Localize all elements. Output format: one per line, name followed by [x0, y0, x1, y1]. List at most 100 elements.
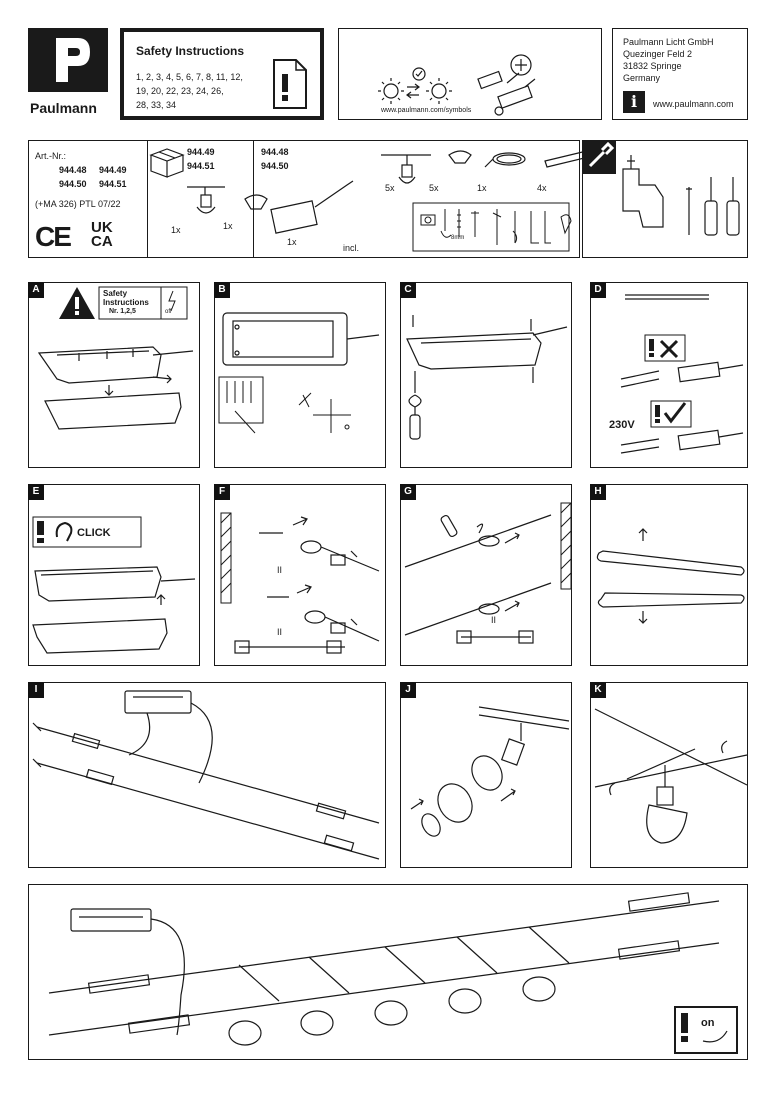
single-spot-icon [187, 186, 225, 214]
step-h-label: H [590, 484, 606, 500]
step-g-panel: G II [400, 484, 572, 666]
screwdriver-flat-icon [704, 177, 718, 236]
wire-strip-icon [625, 294, 709, 300]
transformer-icon [270, 180, 354, 234]
final-overview-panel: on [28, 884, 748, 1060]
sun-dim-icon [378, 78, 404, 104]
power-ok-check-icon [650, 400, 692, 428]
final-system-illustration [48, 892, 738, 1054]
info-icon: i [623, 91, 645, 113]
step-g-illustration [404, 502, 572, 644]
kit-b-code-1: 944.48 [261, 147, 289, 157]
warning-triangle-icon [59, 287, 95, 319]
ukca-mark: UK CA [91, 219, 113, 250]
step-k-illustration [594, 708, 748, 844]
housing-closing-icon [32, 566, 196, 654]
spot-head-icon [381, 154, 431, 184]
cable-system-icon [48, 892, 720, 1046]
kit-b-qty-transformer: 1x [287, 237, 297, 247]
tools-illustration [622, 155, 740, 236]
spot-on-wire-icon [594, 708, 748, 844]
article-label: Art.-Nr.: [35, 151, 66, 161]
wire-connection-icon [32, 690, 380, 860]
brand-logo-block: Paulmann [28, 28, 108, 120]
transformer-mounting-icon [222, 312, 380, 366]
contents-panel: Art.-Nr.: 944.48 944.49 944.50 944.51 (+… [28, 140, 598, 258]
swap-arrows-icon [406, 67, 426, 99]
tools-label-block [582, 140, 616, 174]
wall-hatch-left [220, 512, 232, 604]
step-a-label: A [28, 282, 44, 298]
switch-on-icon [674, 1006, 738, 1054]
screwdriver-icon [588, 141, 615, 168]
step-a-off: off [165, 309, 172, 315]
divider-2 [253, 141, 254, 257]
kit-a-qty-reflector: 1x [223, 221, 233, 231]
contents-illustrations [149, 148, 598, 252]
drilling-detail-icon [218, 376, 351, 434]
step-f-panel: F II II [214, 484, 386, 666]
sun-bright-icon [426, 78, 452, 104]
step-d-panel: D 230V [590, 282, 748, 468]
company-line-2: Quezinger Feld 2 [623, 49, 693, 59]
step-g-label: G [400, 484, 416, 500]
kit-b-qty-tubes: 4x [537, 183, 547, 193]
step-a-safety-title: Safety [103, 289, 128, 298]
kit-b-drill-size: 8mm [451, 235, 465, 241]
step-j-label: J [400, 682, 416, 698]
paulmann-logo [28, 28, 108, 92]
housing-screw-icon [406, 315, 568, 440]
ukca-top: UK [91, 219, 113, 236]
ukca-bottom: CA [91, 233, 113, 250]
no-power-cross-icon [644, 334, 686, 362]
step-j-illustration [410, 706, 570, 837]
step-e-panel: E CLICK [28, 484, 200, 666]
kit-b-qty-wire: 1x [477, 183, 487, 193]
step-f-parallel-2: II [277, 627, 283, 637]
turnbuckle-tension-icon [404, 514, 552, 644]
step-b-label: B [214, 282, 230, 298]
step-k-label: K [590, 682, 606, 698]
article-2b: 944.51 [99, 179, 127, 189]
article-2a: 944.50 [59, 179, 87, 189]
step-a-safety-title-2: Instructions [103, 298, 149, 307]
step-j-panel: J [400, 682, 572, 868]
safety-pages-2: 19, 20, 22, 23, 24, 26, [136, 86, 224, 96]
drill-bit-icon [686, 187, 692, 235]
logo-p-mark [56, 38, 90, 82]
company-line-3: 31832 Springe [623, 61, 682, 71]
step-c-illustration [406, 315, 568, 440]
step-d-illustration [620, 294, 744, 454]
symbols-illustration [378, 54, 536, 116]
connector-icon-2 [620, 429, 744, 454]
ce-mark: CE [35, 221, 72, 252]
kit-a-code-2: 944.51 [187, 161, 215, 171]
step-d-label: D [590, 282, 606, 298]
symbols-url: www.paulmann.com/symbols [381, 107, 472, 114]
step-f-illustration [220, 512, 380, 654]
connector-recycle-icon [477, 54, 536, 116]
step-a-panel: A Safety Instructions Nr. 1,2,5 off [28, 282, 200, 468]
final-on: on [701, 1017, 715, 1029]
drill-icon [622, 155, 664, 228]
step-a-safety-ref: Nr. 1,2,5 [109, 308, 136, 315]
company-web: www.paulmann.com [653, 99, 734, 109]
step-d-voltage: 230V [609, 419, 635, 431]
safety-pages-3: 28, 33, 34 [136, 100, 177, 110]
kit-b-qty-reflectors: 5x [429, 183, 439, 193]
company-line-4: Germany [623, 73, 661, 83]
kit-a-code-1: 944.49 [187, 147, 215, 157]
divider-1 [147, 141, 148, 257]
single-reflector-icon [244, 194, 268, 210]
article-1b: 944.49 [99, 165, 127, 175]
package-box-icon [149, 148, 185, 178]
tube-slide-icon [596, 528, 745, 624]
step-c-label: C [400, 282, 416, 298]
document-warning-icon [273, 59, 307, 109]
reflector-icon [448, 150, 472, 164]
wall-anchor-wire-icon [234, 516, 380, 654]
power-off-icon [160, 286, 188, 320]
step-e-illustration [32, 516, 196, 654]
safety-pages-1: 1, 2, 3, 4, 5, 6, 7, 8, 11, 12, [136, 72, 243, 82]
step-h-illustration [596, 528, 745, 624]
